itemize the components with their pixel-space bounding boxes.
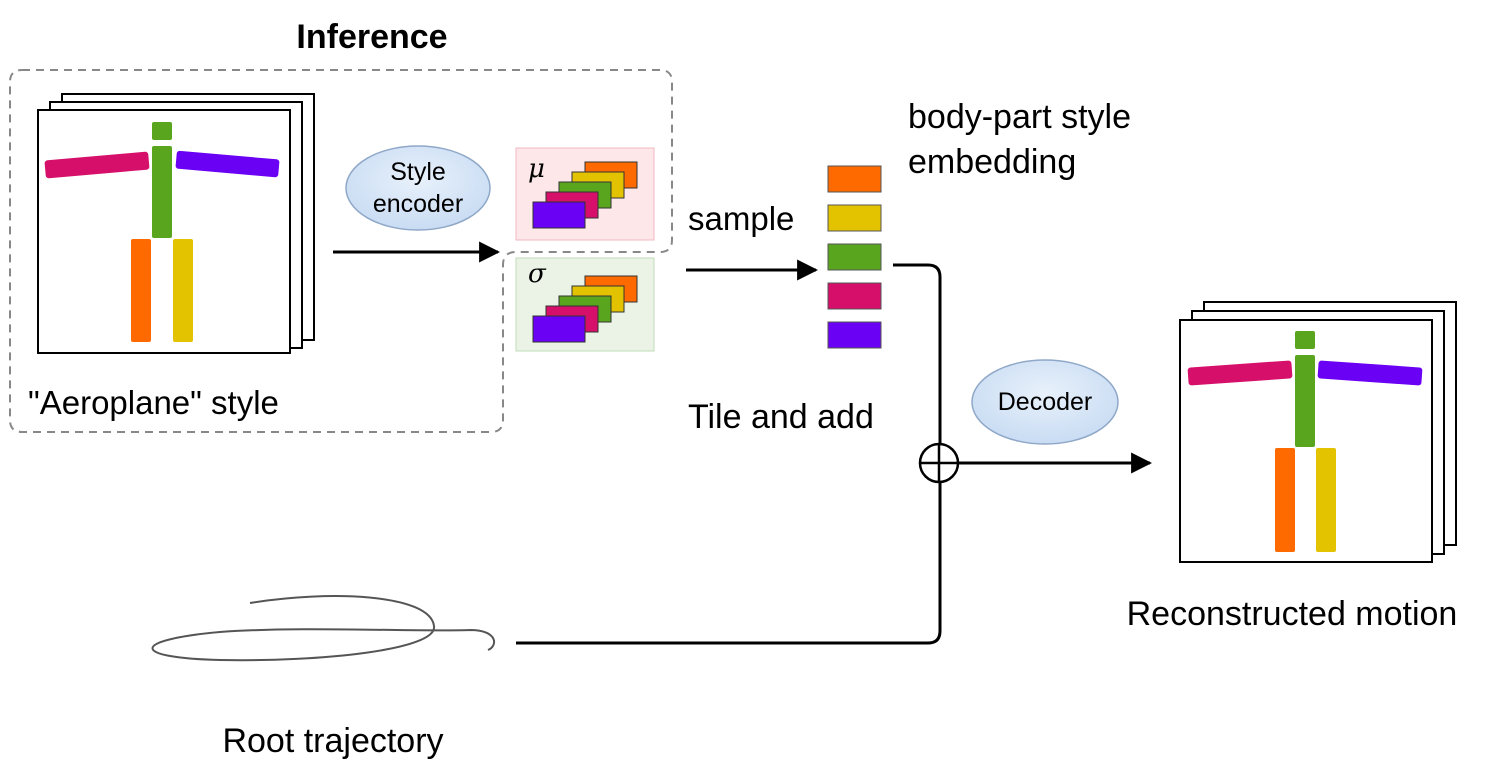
root-trajectory-curve <box>151 595 496 662</box>
embedding-label-line1: body-part style <box>908 98 1131 136</box>
style-encoder-label-line2: encoder <box>373 190 463 218</box>
sample-label: sample <box>688 200 794 237</box>
skeleton-left-leg <box>131 239 151 342</box>
mu-symbol: μ <box>528 154 545 184</box>
sigma-symbol: σ <box>528 259 547 289</box>
style-block <box>532 201 586 229</box>
skeleton-right-leg <box>1316 448 1336 552</box>
mu-stack <box>532 161 638 229</box>
trajectory-connector-up <box>927 482 942 645</box>
style-block <box>532 315 586 343</box>
embedding-cell <box>827 243 882 271</box>
skeleton-left-arm <box>1187 360 1293 386</box>
diagram-title: Inference <box>296 18 447 56</box>
output-motion-frames <box>1179 301 1457 563</box>
input-skeleton <box>44 122 280 342</box>
body-part-embedding <box>827 165 882 349</box>
style-encoder-label-line1: Style <box>390 158 446 186</box>
style-encoder-node <box>345 145 491 231</box>
skeleton-head <box>1295 331 1315 349</box>
mu-box: μ <box>515 147 655 241</box>
embedding-cell <box>827 165 882 193</box>
sigma-stack <box>532 275 638 343</box>
sigma-box: σ <box>515 257 655 352</box>
input-style-frames <box>37 93 315 354</box>
embedding-label-line2: embedding <box>908 143 1076 181</box>
skeleton-left-arm <box>44 151 150 179</box>
skeleton-right-arm <box>175 150 280 178</box>
decoder-node <box>971 359 1119 445</box>
embedding-cell <box>827 321 882 349</box>
skeleton-head <box>152 122 172 140</box>
output-skeleton <box>1187 331 1423 552</box>
embedding-connector <box>893 263 942 444</box>
trajectory-label: Root trajectory <box>222 722 443 760</box>
input-style-label: "Aeroplane" style <box>28 384 279 421</box>
output-label: Reconstructed motion <box>1127 595 1458 633</box>
circle-plus-icon <box>918 442 960 484</box>
inference-region <box>9 69 673 433</box>
decoder-label: Decoder <box>998 388 1093 416</box>
skeleton-left-leg <box>1275 448 1295 552</box>
skeleton-torso <box>1295 355 1315 447</box>
skeleton-right-leg <box>173 239 193 342</box>
skeleton-torso <box>152 146 172 238</box>
embedding-cell <box>827 282 882 310</box>
skeleton-right-arm <box>1317 360 1423 386</box>
tile-and-add-label: Tile and add <box>688 398 874 436</box>
embedding-cell <box>827 204 882 232</box>
